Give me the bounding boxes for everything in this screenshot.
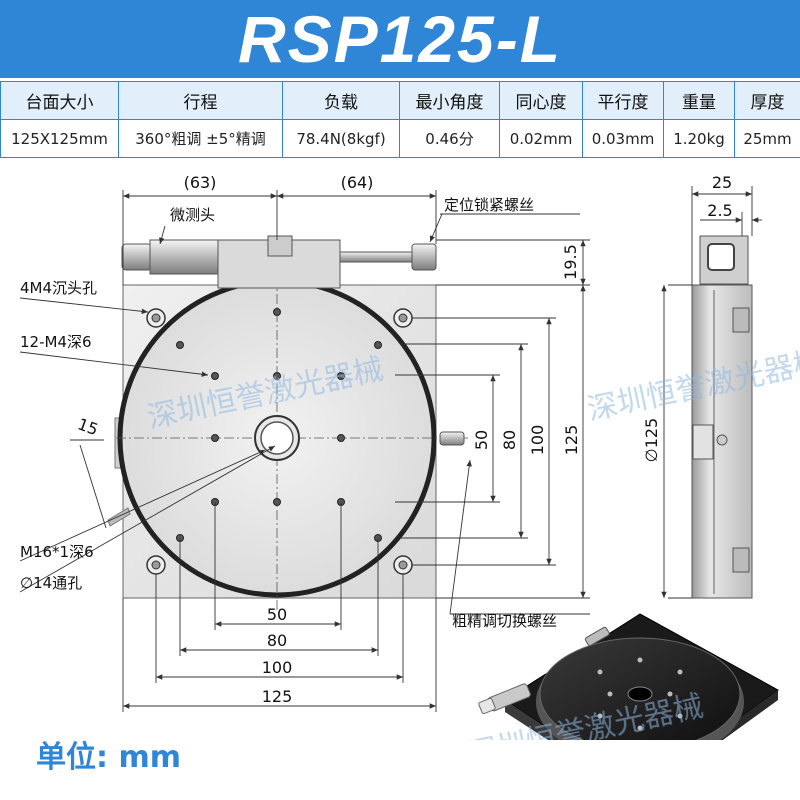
dim-angle-15: 15	[75, 414, 101, 439]
spec-value-cell: 78.4N(8kgf)	[282, 119, 400, 158]
technical-drawing: 微测头 定位锁紧螺丝 4M4沉头孔 12-M4深6 M16*1深6 ∅14通孔 …	[19, 173, 800, 740]
callout-center-thread: M16*1深6	[20, 543, 94, 561]
side-micrometer-end	[707, 243, 735, 271]
spec-header-row: 台面大小 行程 负载 最小角度 同心度 平行度 重量 厚度	[0, 81, 800, 120]
micrometer-thimble	[121, 243, 153, 271]
callout-lock-screw: 定位锁紧螺丝	[444, 196, 534, 214]
callout-micrometer: 微测头	[170, 206, 215, 224]
spec-value-cell: 0.03mm	[582, 119, 664, 158]
dim-knob-height: 19.5	[561, 244, 580, 280]
countersunk-holes	[146, 308, 413, 575]
right-pin	[439, 431, 465, 446]
micrometer-barrel	[149, 239, 219, 275]
side-knob	[692, 424, 714, 460]
dim-v125: 125	[562, 425, 581, 456]
dim-side-diameter: ∅125	[642, 418, 661, 462]
spec-value-cell: 25mm	[734, 119, 800, 158]
micrometer-assembly	[121, 235, 437, 289]
dim-h125: 125	[262, 687, 293, 706]
dim-h100: 100	[262, 658, 293, 677]
spec-value-cell: 360°粗调 ±5°精调	[118, 119, 283, 158]
unit-label: 单位: mm	[36, 740, 181, 775]
dim-h80: 80	[267, 631, 287, 650]
spec-header-cell: 台面大小	[0, 81, 119, 120]
callout-through-hole: ∅14通孔	[20, 574, 82, 592]
side-dimension-lines	[661, 186, 762, 599]
switch-screw-pin	[107, 507, 131, 527]
callout-countersunk: 4M4沉头孔	[20, 279, 97, 297]
tapped-holes	[176, 308, 382, 542]
dimension-lines	[70, 190, 590, 712]
spec-value-row: 125X125mm 360°粗调 ±5°精调 78.4N(8kgf) 0.46分…	[0, 119, 800, 158]
page-title: RSP125-L	[237, 2, 563, 76]
product-photo	[478, 613, 779, 740]
title-bar: RSP125-L	[0, 0, 800, 78]
dim-side-thickness: 25	[712, 173, 732, 192]
spec-header-cell: 同心度	[499, 81, 583, 120]
dim-v50: 50	[472, 430, 491, 450]
spec-header-cell: 最小角度	[399, 81, 500, 120]
dim-side-offset: 2.5	[707, 201, 732, 220]
dim-h50: 50	[267, 605, 287, 624]
dim-right-width: (64)	[341, 173, 374, 192]
center-through-hole	[260, 421, 294, 455]
spec-value-cell: 125X125mm	[0, 119, 119, 158]
spec-header-cell: 厚度	[734, 81, 800, 120]
side-screw-top	[732, 307, 750, 333]
micrometer-tip	[267, 235, 293, 257]
spec-value-cell: 0.02mm	[499, 119, 583, 158]
spec-header-cell: 行程	[118, 81, 283, 120]
spec-header-cell: 重量	[663, 81, 735, 120]
dim-v100: 100	[528, 425, 547, 456]
spec-value-cell: 1.20kg	[663, 119, 735, 158]
spec-table: 台面大小 行程 负载 最小角度 同心度 平行度 重量 厚度 125X125mm …	[0, 81, 800, 158]
spec-header-cell: 负载	[282, 81, 400, 120]
lock-screw-head	[411, 243, 437, 271]
side-view	[691, 235, 753, 599]
dim-left-width: (63)	[184, 173, 217, 192]
lock-screw-shaft	[339, 251, 421, 263]
spec-header-cell: 平行度	[582, 81, 664, 120]
callout-tapped-holes: 12-M4深6	[20, 333, 92, 351]
side-screw-bottom	[732, 547, 750, 573]
leader-lines	[19, 213, 590, 615]
top-view	[107, 235, 470, 610]
dim-v80: 80	[500, 430, 519, 450]
spec-value-cell: 0.46分	[399, 119, 500, 158]
photo-lock-screw	[584, 626, 610, 647]
callout-switch-screw: 粗精调切换螺丝	[452, 612, 557, 630]
